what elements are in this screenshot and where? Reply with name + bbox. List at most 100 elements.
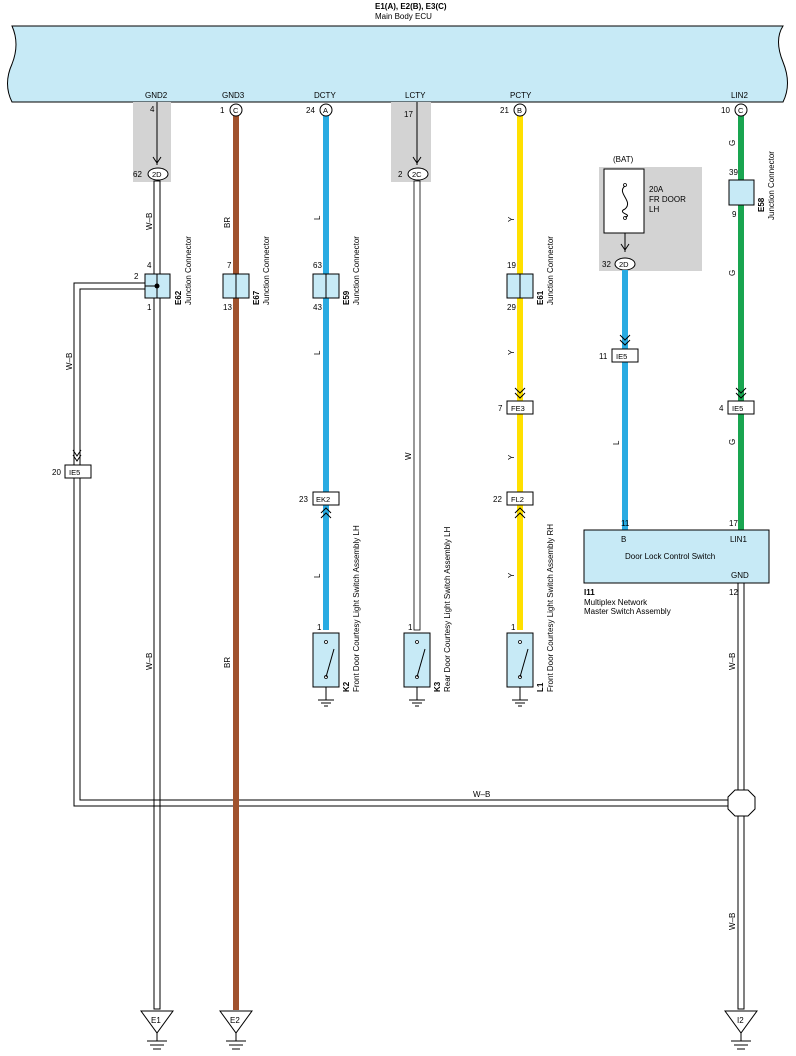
connector-fe3-label: FE3 [511, 404, 525, 413]
terminal-gnd2: GND2 [145, 91, 168, 100]
e58-name: Junction Connector [767, 151, 776, 220]
e59-code: E59 [342, 290, 351, 305]
terminal-lcty: LCTY [405, 91, 426, 100]
master-pin-lin: 17 [729, 519, 738, 528]
master-label-b: B [621, 535, 626, 544]
wire-label-y-2: Y [507, 349, 516, 355]
master-name-2: Master Switch Assembly [584, 607, 671, 616]
e61-name: Junction Connector [546, 236, 555, 305]
terminal-lin2-circle [734, 103, 748, 117]
e62-pin-left: 2 [134, 272, 139, 281]
ground-e1 [140, 1010, 174, 1050]
e62-pin-bottom: 1 [147, 303, 152, 312]
junction-2c-pin: 2 [398, 170, 403, 179]
l1-name: Front Door Courtesy Light Switch Assembl… [546, 524, 555, 692]
master-label-gnd: GND [731, 571, 749, 580]
connector-ek2-label: EK2 [316, 495, 330, 504]
e59-pin-bottom: 43 [313, 303, 322, 312]
connector-fl2-label: FL2 [511, 495, 524, 504]
fuse-source: (BAT) [613, 155, 634, 164]
ground-e2-label: E2 [230, 1016, 240, 1025]
junction-e58 [728, 179, 755, 206]
fuse-side: LH [649, 205, 659, 214]
e62-pin-top: 4 [147, 261, 152, 270]
connector-ek2 [312, 491, 340, 506]
ecu-code: E1(A), E2(B), E3(C) [375, 2, 447, 11]
ground-e1-label: E1 [151, 1016, 161, 1025]
wire-label-y-4: Y [507, 572, 516, 578]
wire-label-y-1: Y [507, 216, 516, 222]
ground-i2-label: I2 [737, 1016, 744, 1025]
pin-dcty: 24 [306, 106, 315, 115]
pin-lin2: 10 [721, 106, 730, 115]
junction-2d-left-pin: 62 [133, 170, 142, 179]
wire-label-w: W [404, 452, 413, 460]
wire-w-lcty [413, 180, 421, 631]
wire-label-g-3: G [728, 439, 737, 445]
l1-code: L1 [536, 682, 545, 692]
e67-code: E67 [252, 290, 261, 305]
wire-label-wb-4: W–B [145, 653, 154, 670]
switch-l1 [506, 632, 534, 707]
wire-label-wb-2: W–B [65, 353, 74, 370]
wire-label-l-4: L [612, 440, 621, 445]
junction-2c-label: 2C [412, 170, 422, 179]
l1-pin: 1 [511, 623, 516, 632]
terminal-pcty-circle [513, 103, 527, 117]
master-code: I11 [584, 588, 595, 597]
junction-2d-left-label: 2D [152, 170, 162, 179]
connector-ie5-g-pin: 4 [719, 404, 724, 413]
connector-ie5-left [64, 464, 92, 479]
master-switch-box [583, 529, 770, 584]
wire-label-wb-1: W–B [145, 213, 154, 230]
e59-name: Junction Connector [352, 236, 361, 305]
terminal-gnd3-circle [229, 103, 243, 117]
connector-ie5-b-pin: 11 [599, 352, 608, 361]
e67-pin-bottom: 13 [223, 303, 232, 312]
connector-fe3 [506, 400, 534, 415]
junction-shade-lcty [391, 102, 431, 182]
e62-code: E62 [174, 290, 183, 305]
fuse-name: FR DOOR [649, 195, 686, 204]
wire-label-g-1: G [728, 140, 737, 146]
splice-point [727, 789, 756, 817]
wire-label-wb-5: W–B [728, 653, 737, 670]
junction-2d-fuse-pin: 32 [602, 260, 611, 269]
terminal-dcty-conn: A [323, 106, 328, 115]
connector-ie5-b [611, 348, 639, 363]
connector-fl2 [506, 491, 534, 506]
master-title: Door Lock Control Switch [625, 552, 715, 561]
pin-lcty: 17 [404, 110, 413, 119]
terminal-lin2-conn: C [738, 106, 744, 115]
connector-ie5-b-label: IE5 [616, 352, 627, 361]
connector-ie5-g-label: IE5 [732, 404, 743, 413]
e61-pin-bottom: 29 [507, 303, 516, 312]
e58-code: E58 [757, 197, 766, 212]
wire-label-y-3: Y [507, 454, 516, 460]
e61-pin-top: 19 [507, 261, 516, 270]
k2-name: Front Door Courtesy Light Switch Assembl… [352, 525, 361, 692]
fuse-rating: 20A [649, 185, 664, 194]
switch-k2 [312, 632, 340, 707]
fuse-fr-door [603, 168, 645, 252]
junction-2d-left [147, 167, 169, 181]
wire-label-wb-3: W–B [473, 790, 490, 799]
k3-name: Rear Door Courtesy Light Switch Assembly… [443, 526, 452, 692]
master-pin-gnd: 12 [729, 588, 738, 597]
wire-label-l-3: L [313, 573, 322, 578]
wire-label-l-2: L [313, 350, 322, 355]
terminal-gnd3: GND3 [222, 91, 245, 100]
connector-ie5-left-pin: 20 [52, 468, 61, 477]
pin-gnd2: 4 [150, 105, 155, 114]
wire-label-l-1: L [313, 215, 322, 220]
k2-code: K2 [342, 681, 351, 692]
wire-wb-branch [72, 282, 745, 807]
pin-gnd3: 1 [220, 106, 225, 115]
terminal-dcty-circle [319, 103, 333, 117]
terminal-dcty: DCTY [314, 91, 336, 100]
e62-name: Junction Connector [184, 236, 193, 305]
terminal-gnd3-conn: C [233, 106, 239, 115]
wire-wb-gnd2 [152, 102, 162, 1010]
ecu-name: Main Body ECU [375, 12, 432, 21]
